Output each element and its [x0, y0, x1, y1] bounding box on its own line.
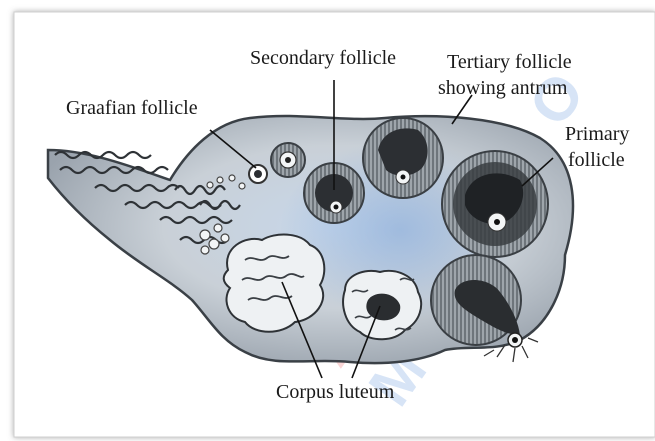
label-graafian-follicle: Graafian follicle: [66, 97, 198, 119]
label-tertiary-follicle-line1: Tertiary follicle: [447, 51, 572, 73]
corpus-luteum-1: [224, 235, 325, 332]
large-antral-follicle: [442, 151, 548, 257]
primordial-follicle: [271, 143, 305, 177]
tertiary-follicle: [363, 118, 443, 198]
corpus-luteum-2: [343, 271, 421, 339]
label-tertiary-follicle-line2: showing antrum: [438, 77, 568, 99]
graafian-follicle-structure: [249, 165, 267, 183]
label-primary-follicle-line1: Primary: [565, 123, 629, 145]
label-corpus-luteum: Corpus luteum: [276, 381, 395, 403]
label-secondary-follicle: Secondary follicle: [250, 47, 396, 69]
label-primary-follicle-line2: follicle: [568, 149, 625, 171]
